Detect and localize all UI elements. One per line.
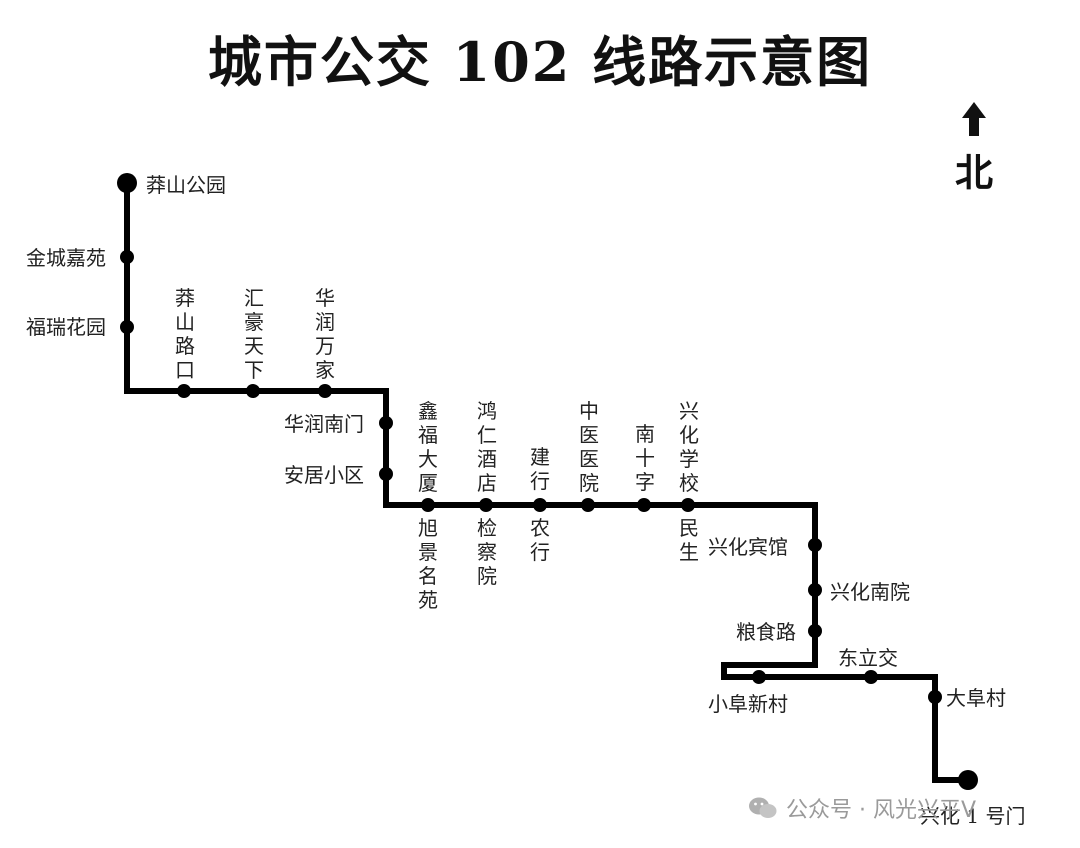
wechat-icon [749,797,777,818]
stop-dot [752,670,766,684]
north-label: 北 [954,150,993,195]
stop-dot [637,498,651,512]
stop-dot [479,498,493,512]
stop-label: 华润万家 [315,286,335,382]
terminal-dot-end [958,770,978,790]
map-title: 城市公交 102 线路示意图 [207,30,873,94]
stop-label: 汇豪天下 [244,286,264,382]
stop-label: 建行 [530,445,550,493]
stop-dot [928,690,942,704]
stop-label: 莽山公园 [146,173,226,197]
stop-label: 检察院 [477,516,497,588]
stop-label: 华润南门 [284,412,364,436]
stop-label: 福瑞花园 [26,315,106,339]
compass: 北 [948,100,1000,197]
stop-label: 农行 [530,516,550,564]
stop-dot [120,250,134,264]
stop-dot [120,320,134,334]
stop-label: 莽山路口 [175,286,195,382]
watermark-text: 公众号 · 风光兴平V [786,798,977,823]
stop-dot [808,538,822,552]
stop-label: 东立交 [838,646,898,670]
stop-label: 民生 [679,516,699,564]
stop-dot [177,384,191,398]
stop-label: 兴化学校 [679,399,699,495]
stop-dot [681,498,695,512]
stop-label: 鸿仁酒店 [477,399,497,495]
stop-dot [808,624,822,638]
terminal-dot-start [117,173,137,193]
stop-label: 安居小区 [284,463,364,487]
stop-dot [581,498,595,512]
stop-label: 粮食路 [736,620,796,644]
stop-label: 兴化南院 [830,580,910,604]
stop-label: 兴化 1 号门 [920,804,1026,828]
stop-dots [120,250,942,704]
stop-dot [864,670,878,684]
stop-dot [533,498,547,512]
watermark: 公众号 · 风光兴平V [748,792,976,824]
stop-label: 鑫福大厦 [418,399,438,495]
stop-dot [808,583,822,597]
stop-dot [421,498,435,512]
stop-label: 小阜新村 [708,692,788,716]
stop-label: 兴化宾馆 [708,535,788,559]
stop-label: 大阜村 [946,686,1006,710]
stop-label: 南十字 [635,422,655,494]
stop-label: 中医医院 [579,399,599,495]
stop-dot [379,467,393,481]
stop-dot [246,384,260,398]
stop-dot [379,416,393,430]
stop-label: 旭景名苑 [418,516,438,612]
route-line [124,183,968,783]
north-arrow-icon [962,102,986,136]
stop-label: 金城嘉苑 [26,246,106,270]
stop-dot [318,384,332,398]
